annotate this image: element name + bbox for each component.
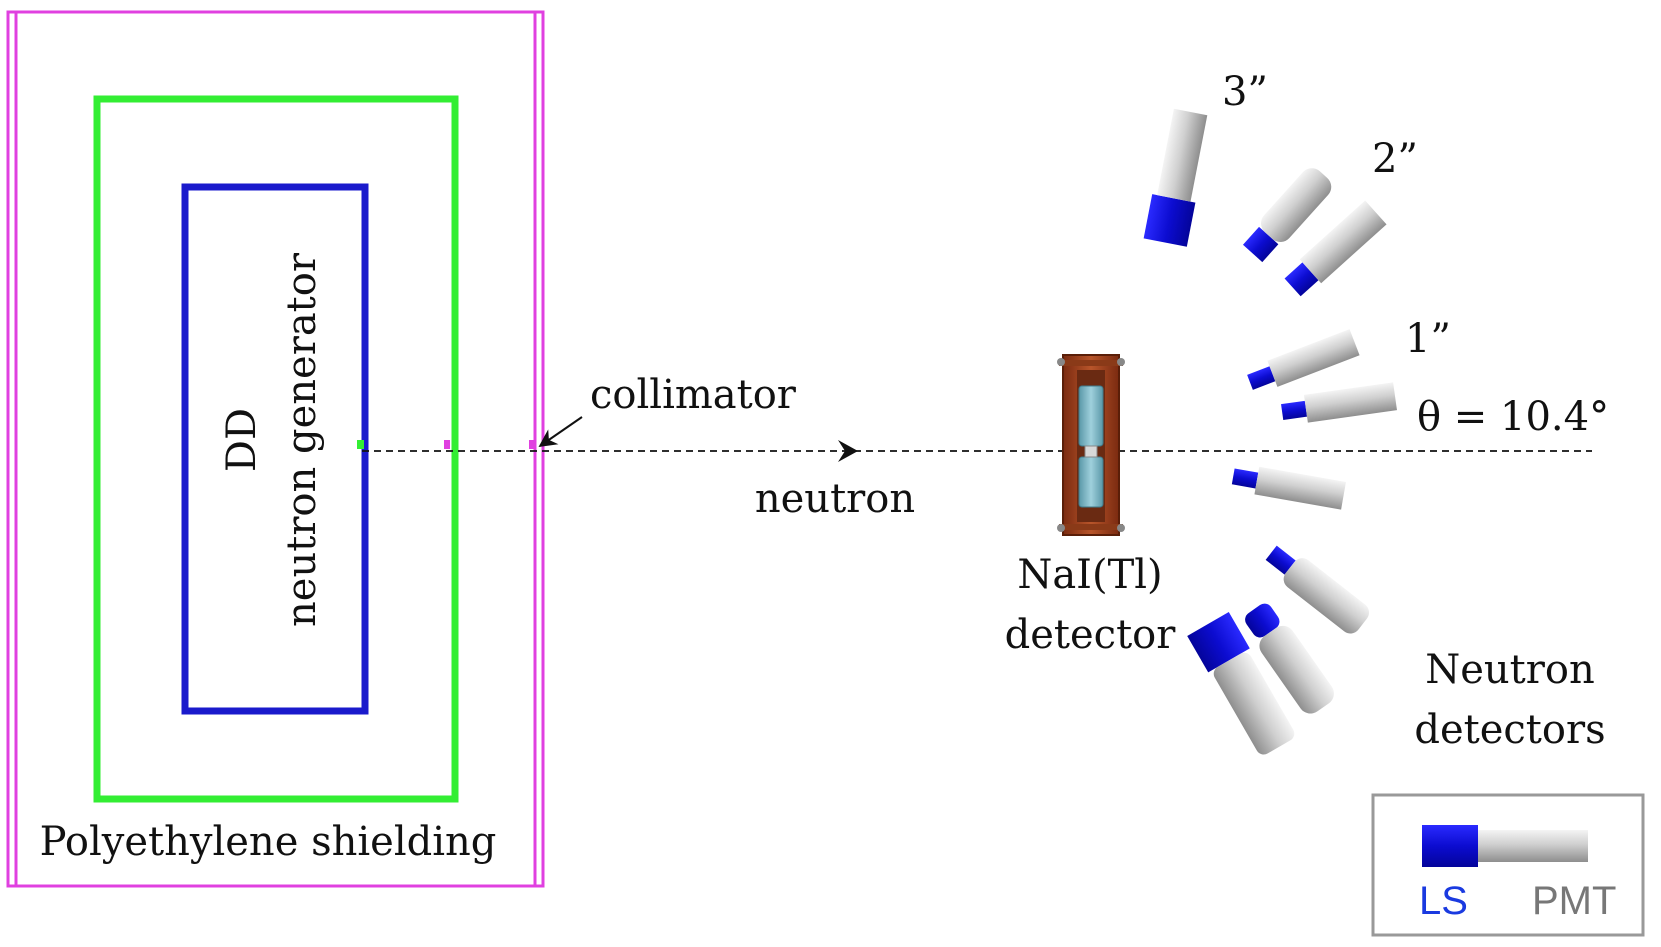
polyethylene-shielding [6, 10, 545, 888]
collimator-label: collimator [590, 372, 797, 418]
nai-detector-icon [1057, 354, 1125, 536]
shielding-outer-border [6, 10, 545, 888]
neutron-detector-icon [1247, 329, 1360, 390]
legend-pmt-label: PMT [1532, 879, 1616, 923]
neutron-detector-icon [1265, 545, 1370, 634]
collimator-pointer [538, 416, 583, 448]
neutron-detector-icon [1187, 611, 1295, 755]
size-2-label: 2” [1372, 136, 1418, 182]
neutron-generator-box [181, 183, 369, 715]
neutron-detectors-label-line1: Neutron [1425, 647, 1594, 693]
neutron-detector-icon [1281, 382, 1397, 423]
generator-exit-marker [357, 440, 364, 449]
neutron-label: neutron [755, 476, 915, 522]
nai-label-line2: detector [1005, 612, 1177, 658]
nai-label-line1: NaI(Tl) [1017, 552, 1162, 598]
beam-arrow [838, 440, 858, 462]
neutron-detector-icon [1231, 466, 1346, 510]
angle-label: θ = 10.4° [1417, 394, 1609, 440]
shielding-label: Polyethylene shielding [40, 819, 497, 865]
neutron-detector-icon [1143, 108, 1208, 247]
neutron-detectors-label-line2: detectors [1414, 707, 1605, 753]
legend-ls-label: LS [1419, 879, 1468, 923]
moderator-box [93, 95, 459, 803]
dd-label: DD [219, 408, 265, 472]
legend-pmt-swatch [1478, 830, 1588, 862]
size-3-label: 3” [1222, 69, 1268, 115]
legend-box [1371, 793, 1645, 937]
legend-ls-swatch [1422, 825, 1478, 867]
size-1-label: 1” [1405, 316, 1451, 362]
legend: LS PMT [1371, 793, 1645, 937]
neutron-detector-icon [1245, 603, 1334, 714]
collimator-marker [529, 440, 535, 449]
moderator-exit-marker [444, 440, 450, 449]
neutron-detector-icon [1284, 200, 1387, 297]
neutron-generator-label: neutron generator [279, 252, 325, 627]
neutron-detector-icon [1242, 168, 1332, 263]
